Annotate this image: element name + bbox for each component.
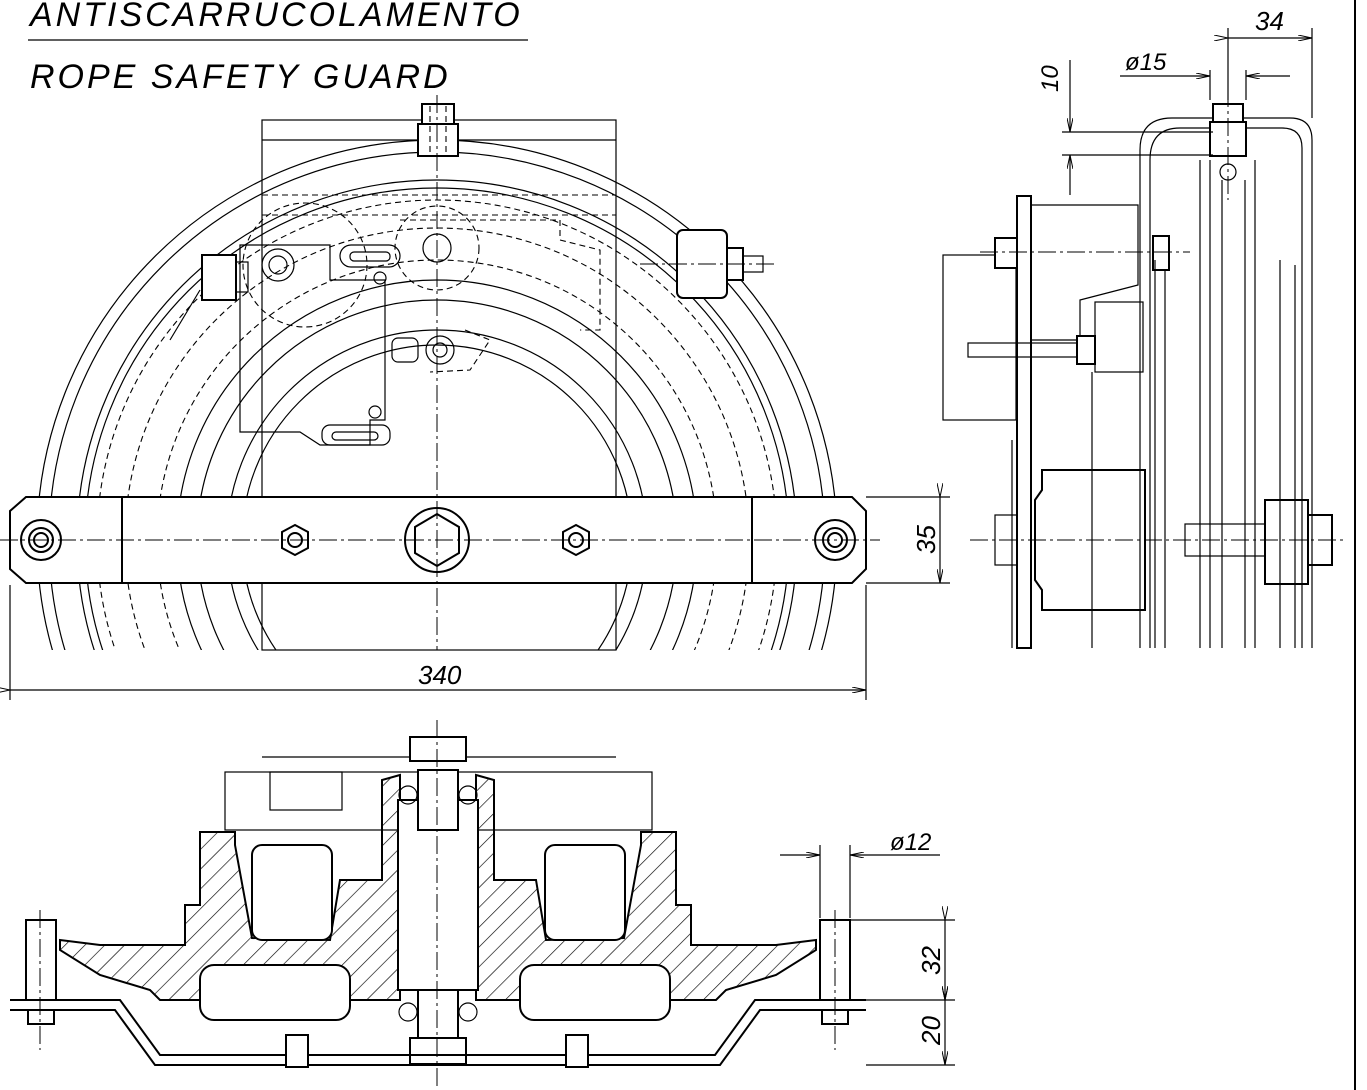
side-bracket — [942, 254, 1017, 421]
dim-diameter-15: ø15 — [1120, 49, 1290, 100]
top-bolt — [417, 103, 459, 157]
side-bolt — [640, 229, 775, 299]
title-block: ANTISCARRUCOLAMENTO ROPE SAFETY GUARD — [28, 0, 528, 96]
dim-32-label: 32 — [916, 946, 946, 975]
front-view: 340 35 — [0, 95, 950, 700]
cross-bar — [0, 496, 880, 584]
dim-34: 34 — [1228, 6, 1313, 118]
dim-32-20: 32 20 — [850, 920, 955, 1066]
section-view: ø12 32 20 — [10, 720, 955, 1088]
dim-20-label: 20 — [916, 1016, 946, 1046]
dim-15-label: ø15 — [1125, 49, 1167, 76]
dim-12-label: ø12 — [890, 829, 931, 856]
dim-bar-height: 35 — [866, 497, 950, 584]
dim-340-label: 340 — [418, 660, 462, 690]
title-line-1: ANTISCARRUCOLAMENTO — [28, 0, 523, 34]
dim-width: 340 — [10, 585, 867, 700]
title-line-2: ROPE SAFETY GUARD — [30, 58, 451, 96]
dim-10-label: 10 — [1037, 65, 1064, 92]
dim-diameter-12: ø12 — [780, 829, 940, 918]
limit-switch — [169, 202, 601, 446]
support-plate — [10, 999, 866, 1056]
dim-35-label: 35 — [911, 525, 941, 554]
side-view: 34 ø15 10 — [942, 6, 1345, 649]
dim-10: 10 — [1037, 60, 1213, 195]
dim-34-label: 34 — [1255, 6, 1284, 36]
